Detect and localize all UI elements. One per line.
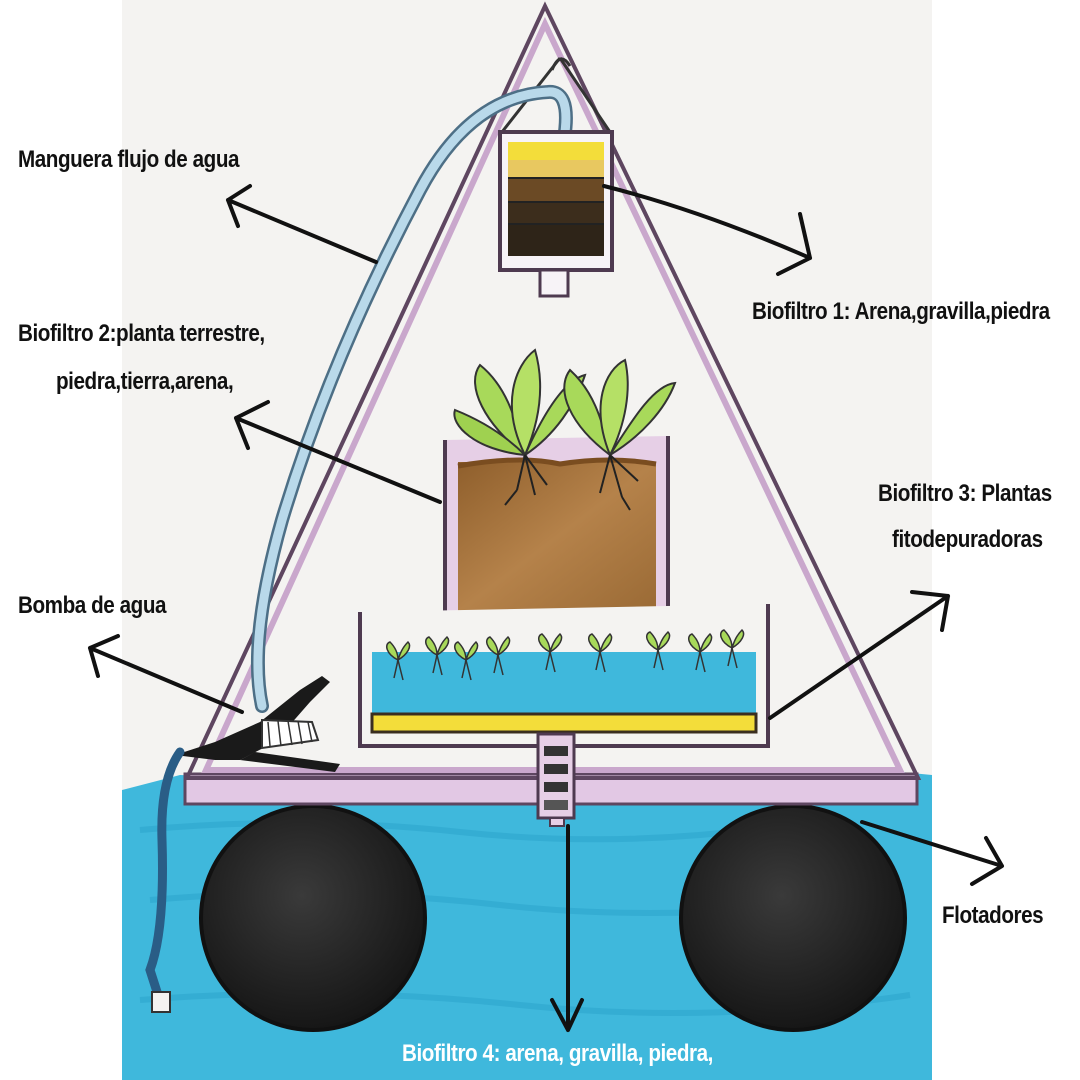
biofilter-2-container — [443, 436, 670, 624]
arrow-bomba — [88, 634, 244, 714]
water-hose-fill — [253, 87, 571, 711]
label-biofiltro-2-line2: piedra,tierra,arena, — [56, 368, 234, 395]
label-biofiltro-1: Biofiltro 1: Arena,gravilla,piedra — [752, 298, 1050, 325]
label-biofiltro-3-line2: fitodepuradoras — [892, 526, 1043, 553]
left-float — [199, 804, 427, 1032]
terrestrial-plant-right — [563, 358, 677, 511]
label-biofiltro-3-line1: Biofiltro 3: Plantas — [878, 480, 1052, 507]
annotation-arrows — [88, 184, 1004, 1032]
biofilter-1-container — [498, 130, 614, 298]
arrow-manguera — [226, 184, 378, 264]
water-pump — [145, 676, 340, 1013]
arrow-biofiltro-2 — [234, 400, 442, 504]
arrow-biofiltro-4 — [550, 824, 584, 1032]
label-biofiltro-2-line1: Biofiltro 2:planta terrestre, — [18, 320, 265, 347]
label-bomba: Bomba de agua — [18, 592, 167, 619]
biofilter-4-pipe — [536, 732, 576, 827]
label-manguera: Manguera flujo de agua — [18, 146, 240, 173]
arrow-biofiltro-3 — [768, 590, 950, 720]
arrow-biofiltro-1 — [602, 184, 812, 276]
hanger-hook — [550, 57, 572, 71]
phyto-plants-row — [385, 628, 745, 681]
arrow-flotadores — [860, 820, 1004, 886]
biofilter-3-container — [358, 604, 770, 748]
right-float — [679, 804, 907, 1032]
label-biofiltro-4: Biofiltro 4: arena, gravilla, piedra, — [402, 1040, 713, 1067]
label-flotadores: Flotadores — [942, 902, 1044, 929]
